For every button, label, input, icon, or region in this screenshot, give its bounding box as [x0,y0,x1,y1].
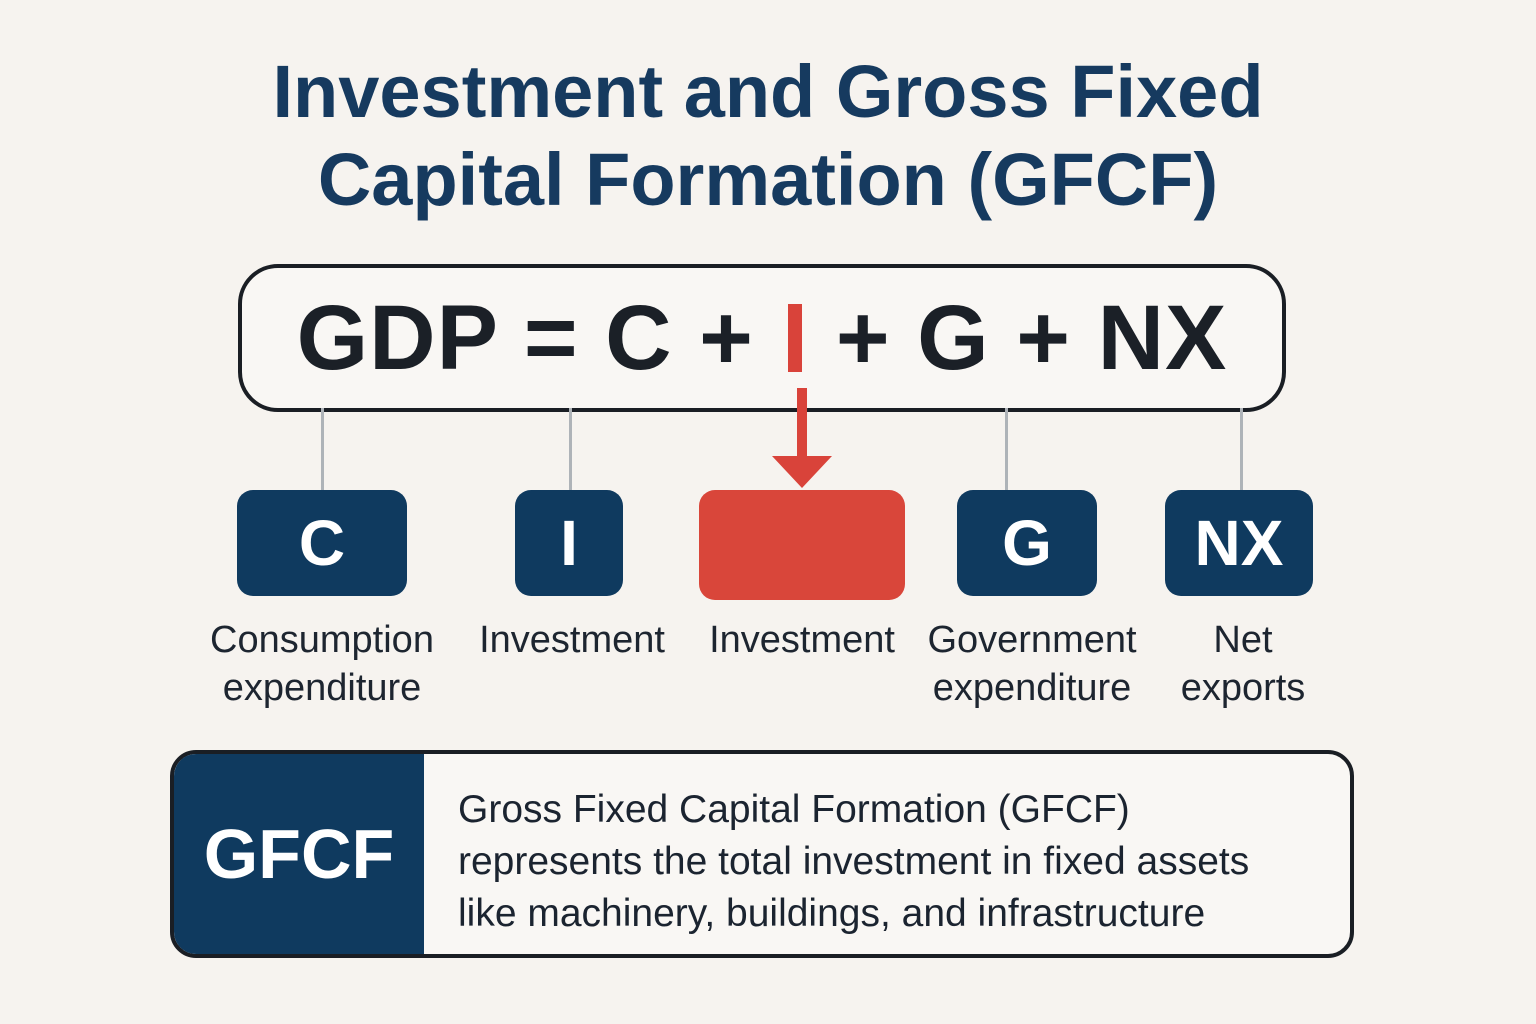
equation-left: GDP = C + [296,286,754,389]
label-line: expenditure [932,667,1132,709]
component-nx-box: NX [1165,490,1313,596]
label-line: exports [1180,667,1306,709]
component-i-label: Investment [462,616,682,664]
label-line: Net [1213,619,1273,661]
component-nx-label: Net exports [1160,616,1326,712]
description-line: Gross Fixed Capital Formation (GFCF) [458,788,1130,831]
equation-right: + G + NX [835,286,1228,389]
red-arrow-icon [772,388,832,488]
label-line: Investment [479,619,665,661]
label-line: Government [927,619,1137,661]
gfcf-badge: GFCF [174,754,424,954]
connector-i [569,408,572,490]
connector-nx [1240,408,1243,490]
equation-investment-highlight [787,304,802,372]
title-line-2: Capital Formation (GFCF) [317,138,1219,221]
description-line: represents the total investment in fixed… [458,840,1250,883]
title-line-1: Investment and Gross Fixed [272,50,1264,133]
label-line: expenditure [222,667,422,709]
component-g-label: Government expenditure [916,616,1148,712]
connector-c [321,408,324,490]
component-g-box: G [957,490,1097,596]
page-title: Investment and Gross Fixed Capital Forma… [0,48,1536,224]
connector-g [1005,408,1008,490]
component-i-box: I [515,490,623,596]
investment-highlight-label: Investment [692,616,912,664]
gfcf-definition-box: GFCF Gross Fixed Capital Formation (GFCF… [170,750,1354,958]
component-c-label: Consumption expenditure [190,616,454,712]
label-line: Consumption [210,619,434,661]
investment-highlight-box [699,490,905,600]
label-line: Investment [709,619,895,661]
description-line: like machinery, buildings, and infrastru… [458,892,1206,935]
gdp-equation-box: GDP = C + + G + NX [238,264,1286,412]
gfcf-description: Gross Fixed Capital Formation (GFCF) rep… [424,754,1249,954]
component-c-box: C [237,490,407,596]
